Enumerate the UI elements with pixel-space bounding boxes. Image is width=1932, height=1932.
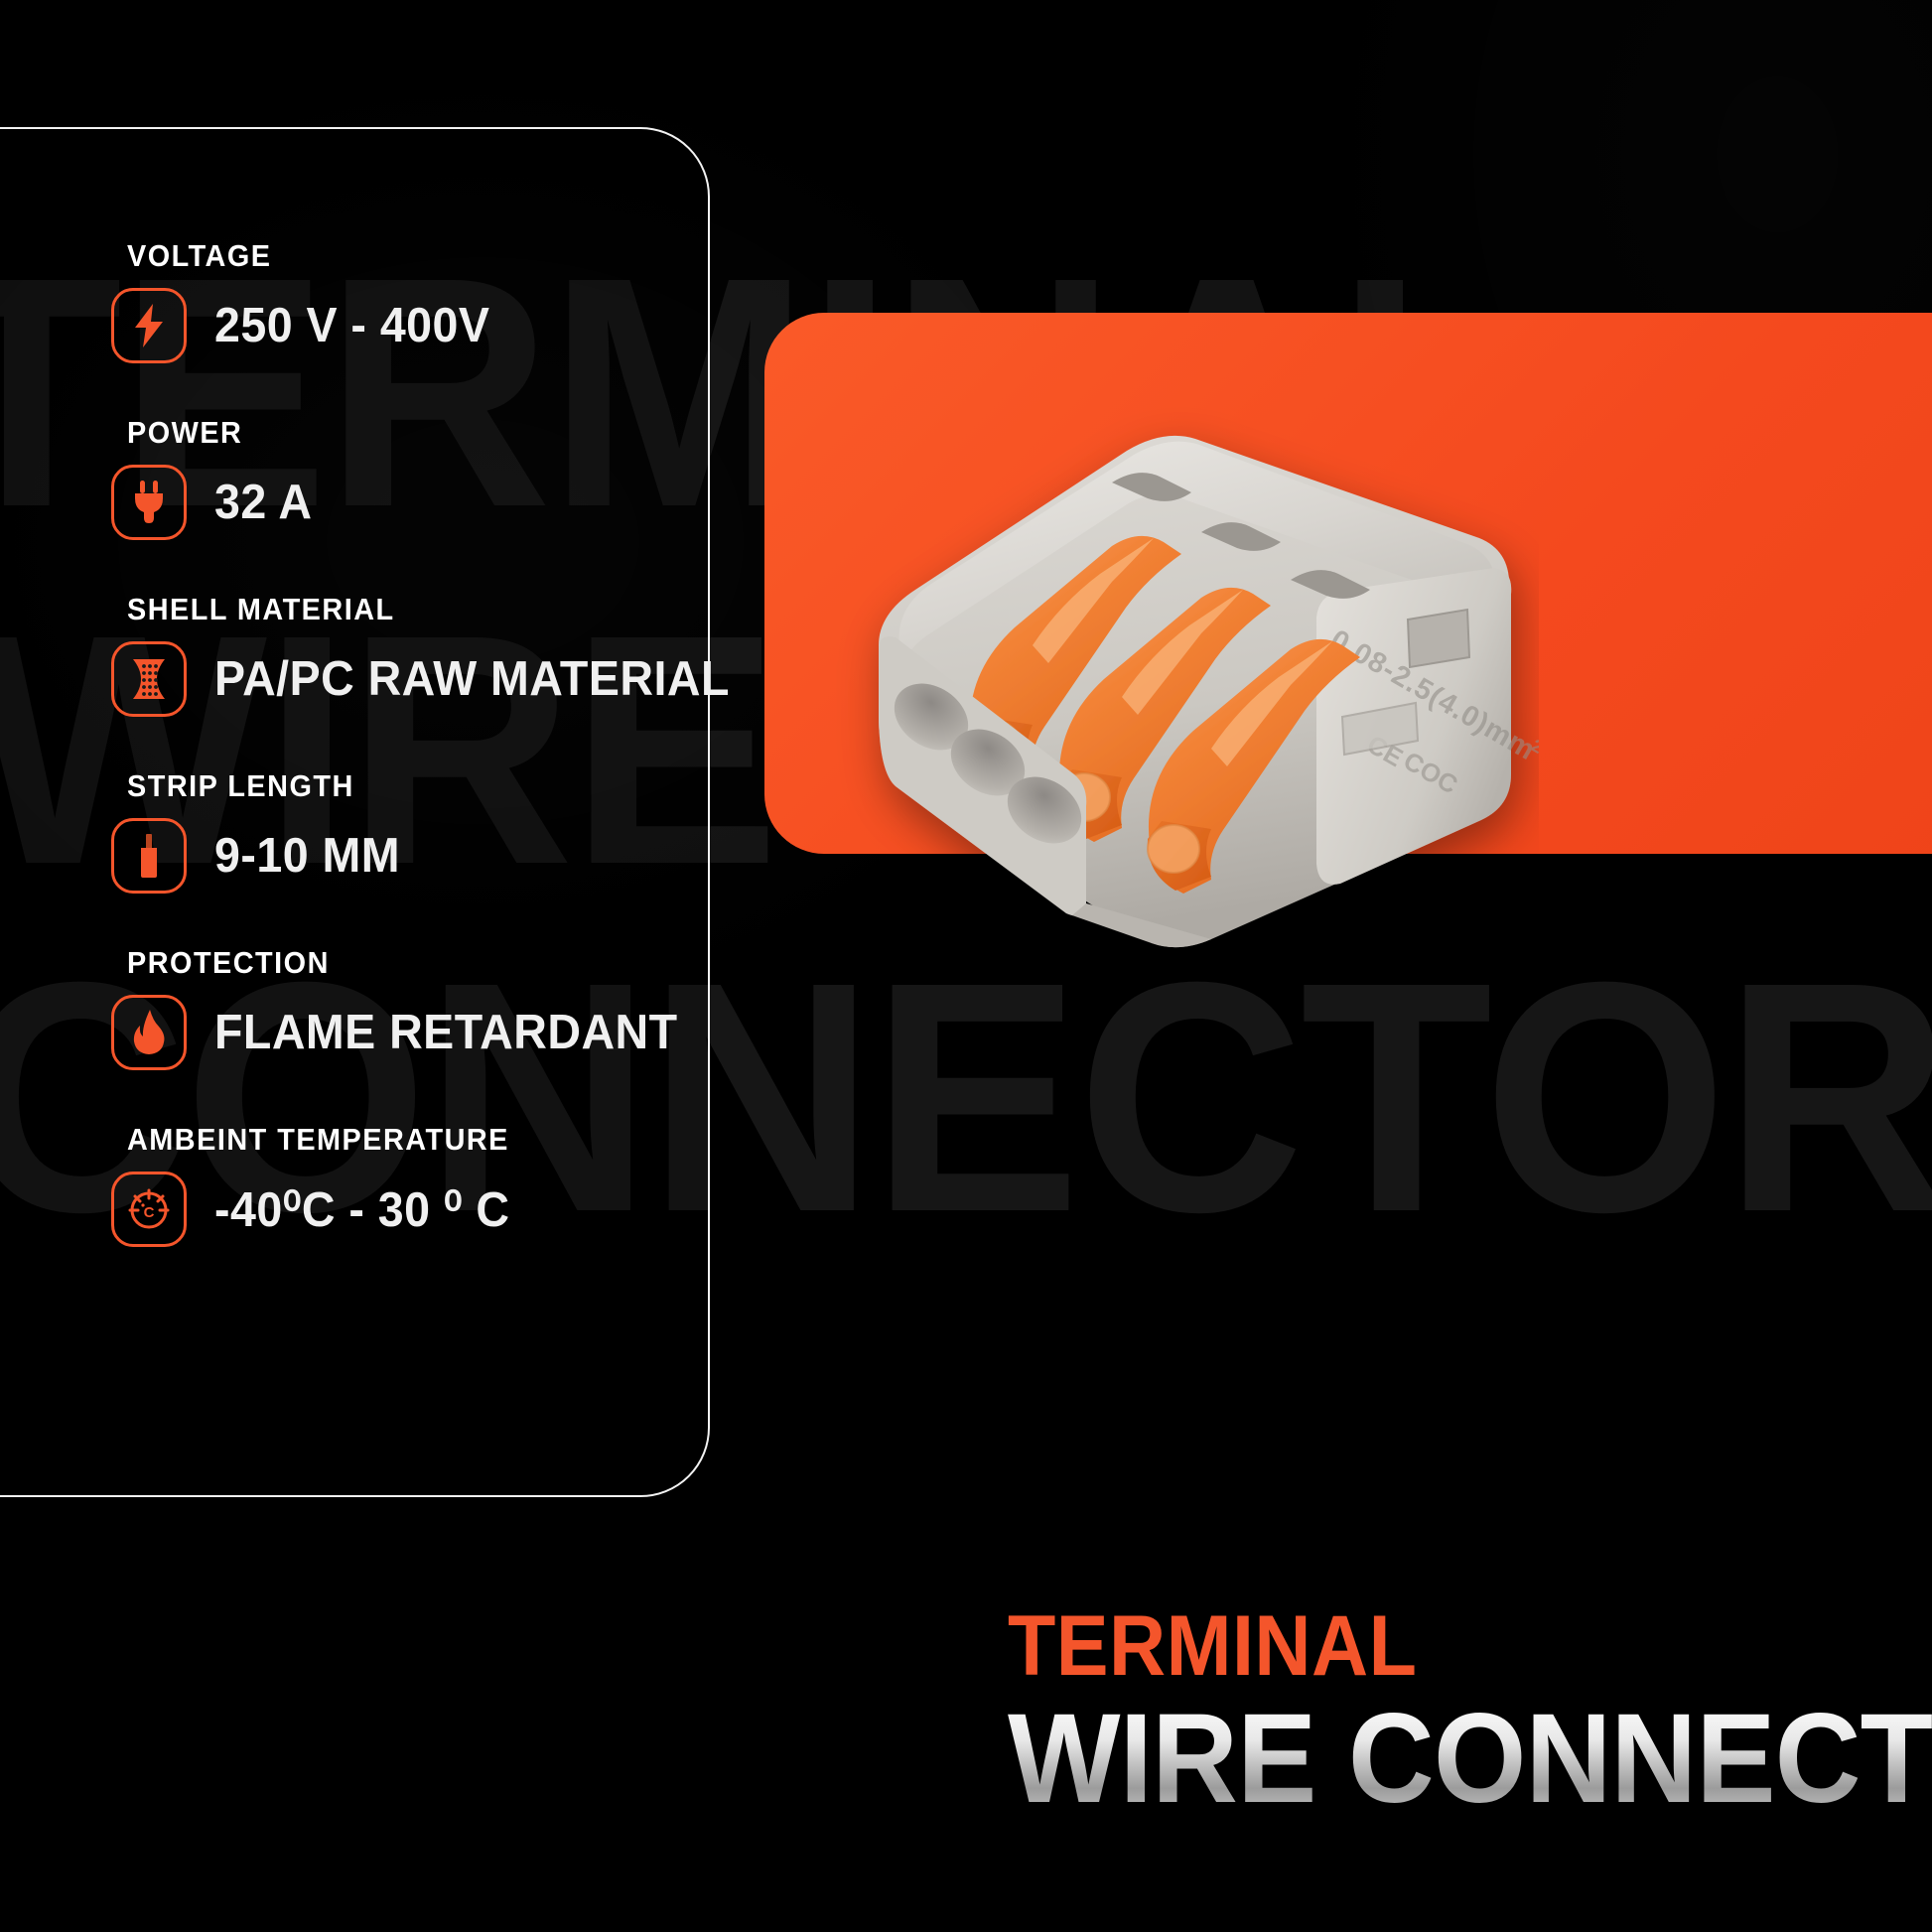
temperature-gauge-icon: C: [111, 1172, 187, 1247]
svg-text:2: 2: [1528, 736, 1539, 758]
spec-value-shell-material: PA/PC RAW MATERIAL: [214, 652, 730, 706]
spec-row-shell-material: SHELL MATERIAL PA/PC RAW MATERIAL: [111, 592, 866, 717]
svg-text:C: C: [144, 1204, 155, 1221]
title-block: TERMINAL WIRE CONNECTORS: [1008, 1603, 1932, 1825]
spec-list: VOLTAGE 250 V - 400V POWER 32 A: [111, 238, 866, 1273]
spec-row-ambient-temperature: AMBEINT TEMPERATURE C -40⁰C - 30 ⁰ C: [111, 1122, 866, 1247]
flame-icon: [111, 995, 187, 1070]
mesh-material-icon: [111, 641, 187, 717]
spec-row-voltage: VOLTAGE 250 V - 400V: [111, 238, 866, 363]
spec-label-protection: PROTECTION: [127, 945, 330, 980]
lightning-bolt-icon: [111, 288, 187, 363]
spec-value-ambient-temperature: -40⁰C - 30 ⁰ C: [214, 1182, 510, 1237]
spec-label-voltage: VOLTAGE: [127, 238, 272, 273]
title-terminal: TERMINAL: [1008, 1598, 1418, 1694]
spec-label-strip-length: STRIP LENGTH: [127, 768, 354, 803]
spec-row-power: POWER 32 A: [111, 415, 866, 540]
spec-row-protection: PROTECTION FLAME RETARDANT: [111, 945, 866, 1070]
spec-row-strip-length: STRIP LENGTH 9-10 MM: [111, 768, 866, 894]
product-image: 0.08-2.5(4.0)mm 2 CE COC: [879, 435, 1539, 948]
title-wire-connectors: WIRE CONNECTORS: [1008, 1694, 1932, 1825]
spec-label-power: POWER: [127, 415, 243, 450]
stripped-wire-icon: [111, 818, 187, 894]
spec-value-voltage: 250 V - 400V: [214, 299, 490, 352]
spec-label-shell-material: SHELL MATERIAL: [127, 592, 395, 626]
power-plug-icon: [111, 465, 187, 540]
spec-value-protection: FLAME RETARDANT: [214, 1006, 678, 1059]
spec-value-strip-length: 9-10 MM: [214, 829, 400, 883]
spec-label-ambient-temperature: AMBEINT TEMPERATURE: [127, 1122, 509, 1157]
spec-value-power: 32 A: [214, 476, 313, 529]
